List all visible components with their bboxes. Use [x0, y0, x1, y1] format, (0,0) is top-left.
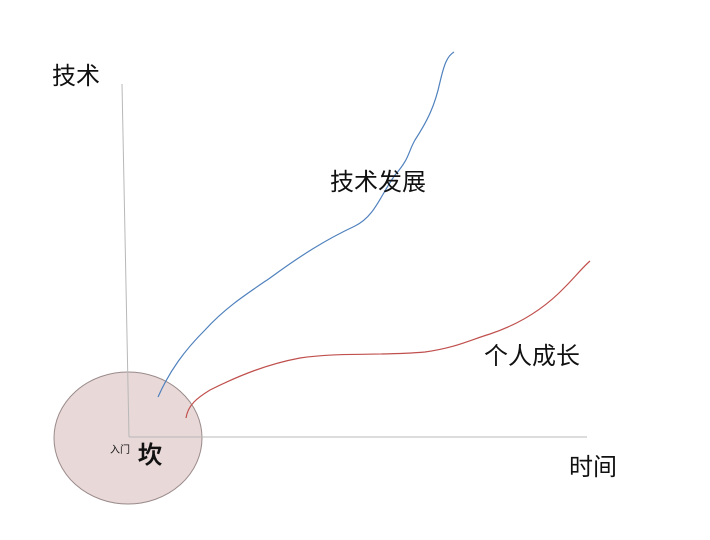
personal-growth-curve: [185, 260, 591, 419]
personal-growth-label: 个人成长: [484, 342, 580, 370]
y-axis-label: 技术: [52, 62, 100, 90]
x-axis-label: 时间: [569, 453, 617, 481]
entry-gap-big-label: 坎: [138, 441, 162, 469]
tech-development-curve: [157, 51, 455, 398]
y-axis: [121, 83, 130, 438]
entry-gap-small-label: 入门: [110, 445, 130, 456]
tech-development-label: 技术发展: [330, 168, 426, 196]
